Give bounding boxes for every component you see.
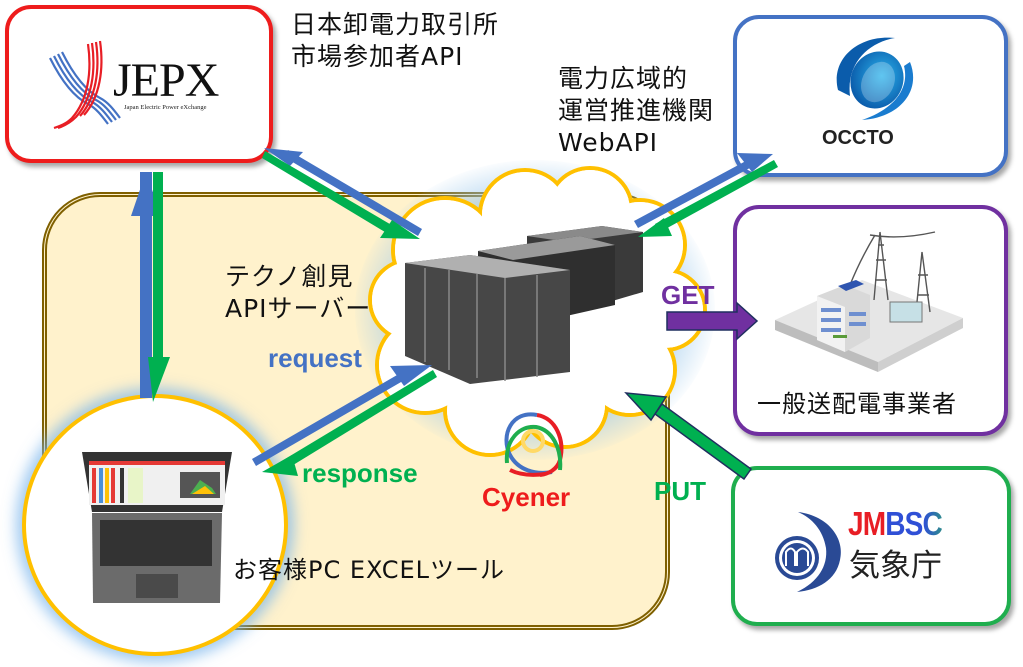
client-request-arrow xyxy=(252,365,432,466)
request-label: request xyxy=(268,343,362,373)
jepx-server-request-arrow xyxy=(264,148,422,236)
server-caption-line2: APIサーバー xyxy=(225,294,372,323)
jmbsc-logo-text: JMBSC xyxy=(848,505,943,542)
occto-response-arrow xyxy=(638,160,778,237)
jepx-caption-line1: 日本卸電力取引所 xyxy=(291,10,500,39)
occto-logo-text: OCCTO xyxy=(822,127,894,149)
jmbsc-wordmark: JMBSC xyxy=(848,505,943,542)
transmission-operator-caption: 一般送配電事業者 xyxy=(757,390,957,418)
jepx-logo-text: JEPX xyxy=(113,54,219,107)
jmbsc-logo-kanji: 気象庁 xyxy=(849,548,942,584)
occto-caption-line1: 電力広域的 xyxy=(558,64,689,93)
jepx-server-response-arrow xyxy=(262,151,420,239)
get-arrow xyxy=(666,301,759,341)
put-arrow xyxy=(624,392,753,481)
occto-request-arrow xyxy=(634,153,773,228)
jepx-box xyxy=(5,5,273,163)
jepx-logo-subtext: Japan Electric Power eXchange xyxy=(124,104,207,111)
occto-caption-line2: 運営推進機関 xyxy=(558,96,715,125)
server-caption-line1: テクノ創見 xyxy=(225,262,354,291)
cyener-brand-text: Cyener xyxy=(482,482,571,512)
jepx-caption-line2: 市場参加者API xyxy=(291,42,464,71)
jepx-response-arrow xyxy=(148,172,170,402)
response-label: response xyxy=(302,458,418,488)
occto-caption-line3: WebAPI xyxy=(558,128,659,157)
jmbsc-box xyxy=(731,466,1011,626)
client-response-arrow xyxy=(262,370,437,476)
put-label: PUT xyxy=(654,476,706,506)
get-label: GET xyxy=(661,280,715,310)
client-pc-caption: お客様PC EXCELツール xyxy=(233,556,506,584)
